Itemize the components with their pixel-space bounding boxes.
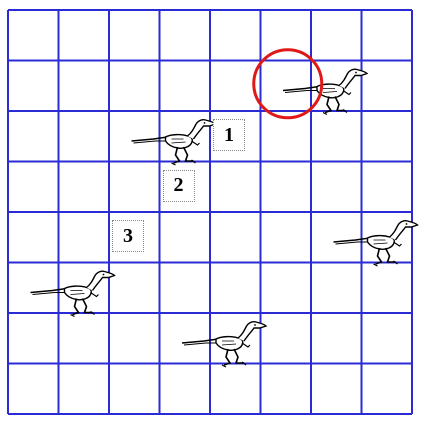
move-number-label: 3 (112, 220, 144, 252)
board-cell-r7-c6[interactable] (311, 364, 362, 415)
board-cell-r6-c0[interactable] (8, 313, 59, 364)
board-cell-r6-c7[interactable] (362, 313, 413, 364)
board-cell-r2-c2[interactable] (109, 111, 160, 162)
board-cell-r7-c2[interactable] (109, 364, 160, 415)
board-cell-r1-c2[interactable] (109, 61, 160, 112)
board-cell-r5-c3[interactable] (160, 263, 211, 314)
board-cell-r6-c3[interactable] (160, 313, 211, 364)
board-cell-r1-c1[interactable] (59, 61, 110, 112)
board-cell-r5-c5[interactable] (261, 263, 312, 314)
board-cell-r7-c4[interactable] (210, 364, 261, 415)
board-cell-r3-c2[interactable] (109, 162, 160, 213)
board-cell-r2-c6[interactable] (311, 111, 362, 162)
board-cell-r5-c6[interactable] (311, 263, 362, 314)
target-circle-marker (252, 48, 324, 120)
move-number-label: 1 (213, 119, 245, 151)
board-cell-r7-c5[interactable] (261, 364, 312, 415)
board-cell-r1-c0[interactable] (8, 61, 59, 112)
board-cell-r6-c1[interactable] (59, 313, 110, 364)
board-cell-r6-c2[interactable] (109, 313, 160, 364)
board-cell-r1-c5[interactable] (261, 61, 312, 112)
board-cell-r4-c3[interactable] (160, 212, 211, 263)
board-cell-r0-c2[interactable] (109, 10, 160, 61)
board-cell-r0-c6[interactable] (311, 10, 362, 61)
board-cell-r4-c1[interactable] (59, 212, 110, 263)
board-cell-r3-c5[interactable] (261, 162, 312, 213)
board-cell-r2-c0[interactable] (8, 111, 59, 162)
board-cell-r0-c1[interactable] (59, 10, 110, 61)
board-cell-r5-c7[interactable] (362, 263, 413, 314)
board-cell-r1-c7[interactable] (362, 61, 413, 112)
board-cell-r7-c7[interactable] (362, 364, 413, 415)
board-cell-r3-c1[interactable] (59, 162, 110, 213)
board-cell-r4-c5[interactable] (261, 212, 312, 263)
board-cell-r7-c1[interactable] (59, 364, 110, 415)
board-cell-r0-c7[interactable] (362, 10, 413, 61)
board-cell-r3-c7[interactable] (362, 162, 413, 213)
board-cell-r2-c7[interactable] (362, 111, 413, 162)
board-cell-r5-c0[interactable] (8, 263, 59, 314)
board-cell-r7-c3[interactable] (160, 364, 211, 415)
board-cell-r0-c4[interactable] (210, 10, 261, 61)
board-cell-r6-c5[interactable] (261, 313, 312, 364)
board-cell-r7-c0[interactable] (8, 364, 59, 415)
board-cell-r0-c3[interactable] (160, 10, 211, 61)
board-cell-r5-c2[interactable] (109, 263, 160, 314)
board-cell-r3-c0[interactable] (8, 162, 59, 213)
board-cell-r1-c3[interactable] (160, 61, 211, 112)
board-cell-r3-c4[interactable] (210, 162, 261, 213)
board-cell-r4-c0[interactable] (8, 212, 59, 263)
board-cell-r6-c6[interactable] (311, 313, 362, 364)
board-cell-r5-c4[interactable] (210, 263, 261, 314)
board-cell-r4-c6[interactable] (311, 212, 362, 263)
board-cell-r0-c0[interactable] (8, 10, 59, 61)
board-cell-r2-c1[interactable] (59, 111, 110, 162)
board-cell-r4-c4[interactable] (210, 212, 261, 263)
move-number-label: 2 (162, 169, 195, 202)
board-cell-r3-c6[interactable] (311, 162, 362, 213)
